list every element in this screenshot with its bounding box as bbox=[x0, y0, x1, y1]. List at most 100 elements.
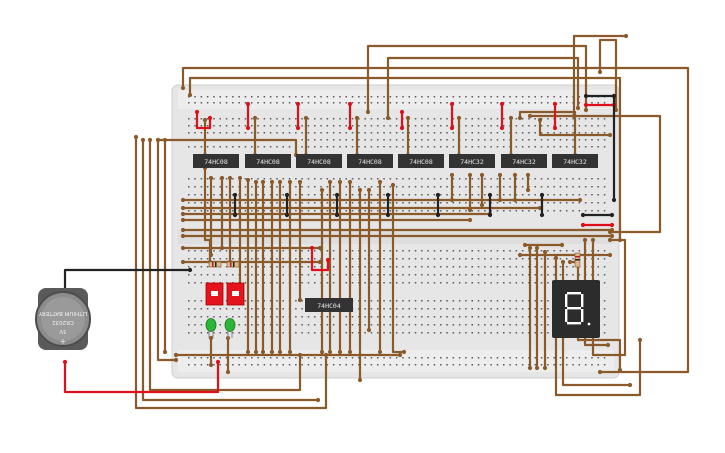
breadboard-hole bbox=[339, 118, 341, 120]
breadboard-hole bbox=[503, 332, 505, 334]
wire-brown[interactable] bbox=[156, 138, 178, 362]
breadboard-hole bbox=[269, 300, 272, 302]
breadboard-hole bbox=[521, 258, 524, 260]
breadboard-hole bbox=[458, 300, 461, 302]
ic-chip[interactable]: 74HC08 bbox=[193, 154, 239, 168]
wire-brown[interactable] bbox=[518, 110, 577, 157]
breadboard-hole bbox=[458, 316, 461, 318]
breadboard-hole bbox=[389, 186, 392, 188]
breadboard-hole bbox=[597, 250, 599, 252]
breadboard-hole bbox=[238, 118, 240, 120]
breadboard-hole bbox=[408, 324, 410, 326]
wire-red[interactable] bbox=[310, 246, 330, 272]
ic-chip[interactable]: 74HC32 bbox=[449, 154, 495, 168]
wire-brown[interactable] bbox=[366, 44, 588, 114]
breadboard-hole bbox=[244, 357, 247, 359]
breadboard-hole bbox=[288, 132, 291, 134]
breadboard-hole bbox=[496, 324, 499, 326]
wire-brown[interactable] bbox=[391, 183, 406, 354]
wire-brown[interactable] bbox=[598, 38, 618, 112]
wire-endpoint bbox=[575, 105, 581, 111]
resistor-icon[interactable] bbox=[574, 252, 581, 268]
breadboard-hole bbox=[452, 274, 455, 276]
breadboard-hole bbox=[320, 186, 322, 188]
breadboard-hole bbox=[597, 139, 599, 141]
breadboard-hole bbox=[188, 118, 190, 120]
breadboard-hole bbox=[377, 308, 379, 310]
wire-brown[interactable] bbox=[572, 34, 628, 118]
breadboard-hole bbox=[440, 250, 442, 252]
breadboard-hole bbox=[351, 118, 354, 120]
breadboard-hole bbox=[490, 266, 492, 268]
ic-74hc04[interactable]: 74HC04 bbox=[305, 298, 353, 312]
breadboard-hole bbox=[307, 250, 310, 252]
wire-endpoint bbox=[253, 349, 259, 355]
wire-brown[interactable] bbox=[181, 66, 690, 374]
breadboard-hole bbox=[358, 210, 360, 212]
wire-brown[interactable] bbox=[134, 135, 328, 410]
breadboard-hole bbox=[534, 139, 536, 141]
breadboard-hole bbox=[465, 186, 467, 188]
breadboard-hole bbox=[559, 125, 562, 127]
ic-chip[interactable]: 74HC08 bbox=[245, 154, 291, 168]
dip-switch-icon[interactable] bbox=[226, 282, 245, 306]
breadboard-hole bbox=[521, 178, 524, 180]
breadboard-hole bbox=[408, 300, 410, 302]
ic-chip[interactable]: 74HC32 bbox=[552, 154, 598, 168]
breadboard-hole bbox=[408, 202, 410, 204]
wire-brown[interactable] bbox=[386, 56, 580, 120]
ic-chip[interactable]: 74HC08 bbox=[347, 154, 393, 168]
breadboard-hole bbox=[301, 282, 303, 284]
breadboard-hole bbox=[194, 194, 196, 196]
led-icon[interactable] bbox=[205, 318, 217, 339]
wire-red[interactable] bbox=[195, 110, 212, 130]
ic-chip[interactable]: 74HC08 bbox=[398, 154, 444, 168]
breadboard-hole bbox=[496, 118, 499, 120]
dip-switch-icon[interactable] bbox=[205, 282, 224, 306]
wire-brown[interactable] bbox=[188, 76, 622, 242]
seven-segment-display-icon[interactable]: 8 bbox=[552, 280, 600, 338]
breadboard-hole bbox=[269, 125, 272, 127]
breadboard-hole bbox=[603, 308, 606, 310]
ic-chip[interactable]: 74HC08 bbox=[296, 154, 342, 168]
breadboard-hole bbox=[534, 282, 536, 284]
breadboard-hole bbox=[471, 266, 473, 268]
resistor-icon[interactable] bbox=[226, 261, 240, 268]
breadboard-hole bbox=[528, 210, 530, 212]
wire-brown[interactable] bbox=[141, 138, 320, 402]
breadboard-hole bbox=[377, 300, 379, 302]
breadboard-hole bbox=[206, 210, 209, 212]
coin-cell-battery-icon[interactable]: 3V CR2032 LITHIUM BATTERY + bbox=[35, 288, 91, 350]
led-icon[interactable] bbox=[224, 318, 236, 339]
breadboard-hole bbox=[534, 186, 536, 188]
breadboard-hole bbox=[465, 324, 467, 326]
breadboard-hole bbox=[465, 250, 467, 252]
breadboard-hole bbox=[458, 96, 461, 98]
breadboard-hole bbox=[433, 300, 436, 302]
breadboard-hole bbox=[452, 125, 455, 127]
breadboard-hole bbox=[238, 324, 240, 326]
resistor-icon[interactable] bbox=[208, 261, 222, 268]
wire-brown[interactable] bbox=[528, 114, 662, 234]
breadboard-hole bbox=[225, 118, 228, 120]
breadboard-hole bbox=[515, 357, 518, 359]
breadboard-hole bbox=[433, 282, 436, 284]
breadboard-hole bbox=[603, 178, 606, 180]
breadboard-hole bbox=[540, 364, 543, 366]
breadboard-hole bbox=[339, 146, 341, 148]
breadboard-hole bbox=[534, 308, 536, 310]
wire-red[interactable] bbox=[63, 360, 220, 394]
breadboard-hole bbox=[515, 132, 518, 134]
wire-brown[interactable] bbox=[583, 238, 610, 347]
wire-brown[interactable] bbox=[538, 118, 612, 137]
breadboard-hole bbox=[263, 266, 266, 268]
ic-chip[interactable]: 74HC32 bbox=[501, 154, 547, 168]
breadboard-hole bbox=[358, 132, 360, 134]
wire-brown[interactable] bbox=[148, 138, 302, 392]
breadboard-hole bbox=[377, 332, 379, 334]
breadboard-hole bbox=[383, 139, 385, 141]
breadboard-hole bbox=[307, 96, 310, 98]
breadboard-hole bbox=[213, 250, 215, 252]
breadboard-hole bbox=[559, 178, 562, 180]
breadboard-hole bbox=[484, 96, 486, 98]
